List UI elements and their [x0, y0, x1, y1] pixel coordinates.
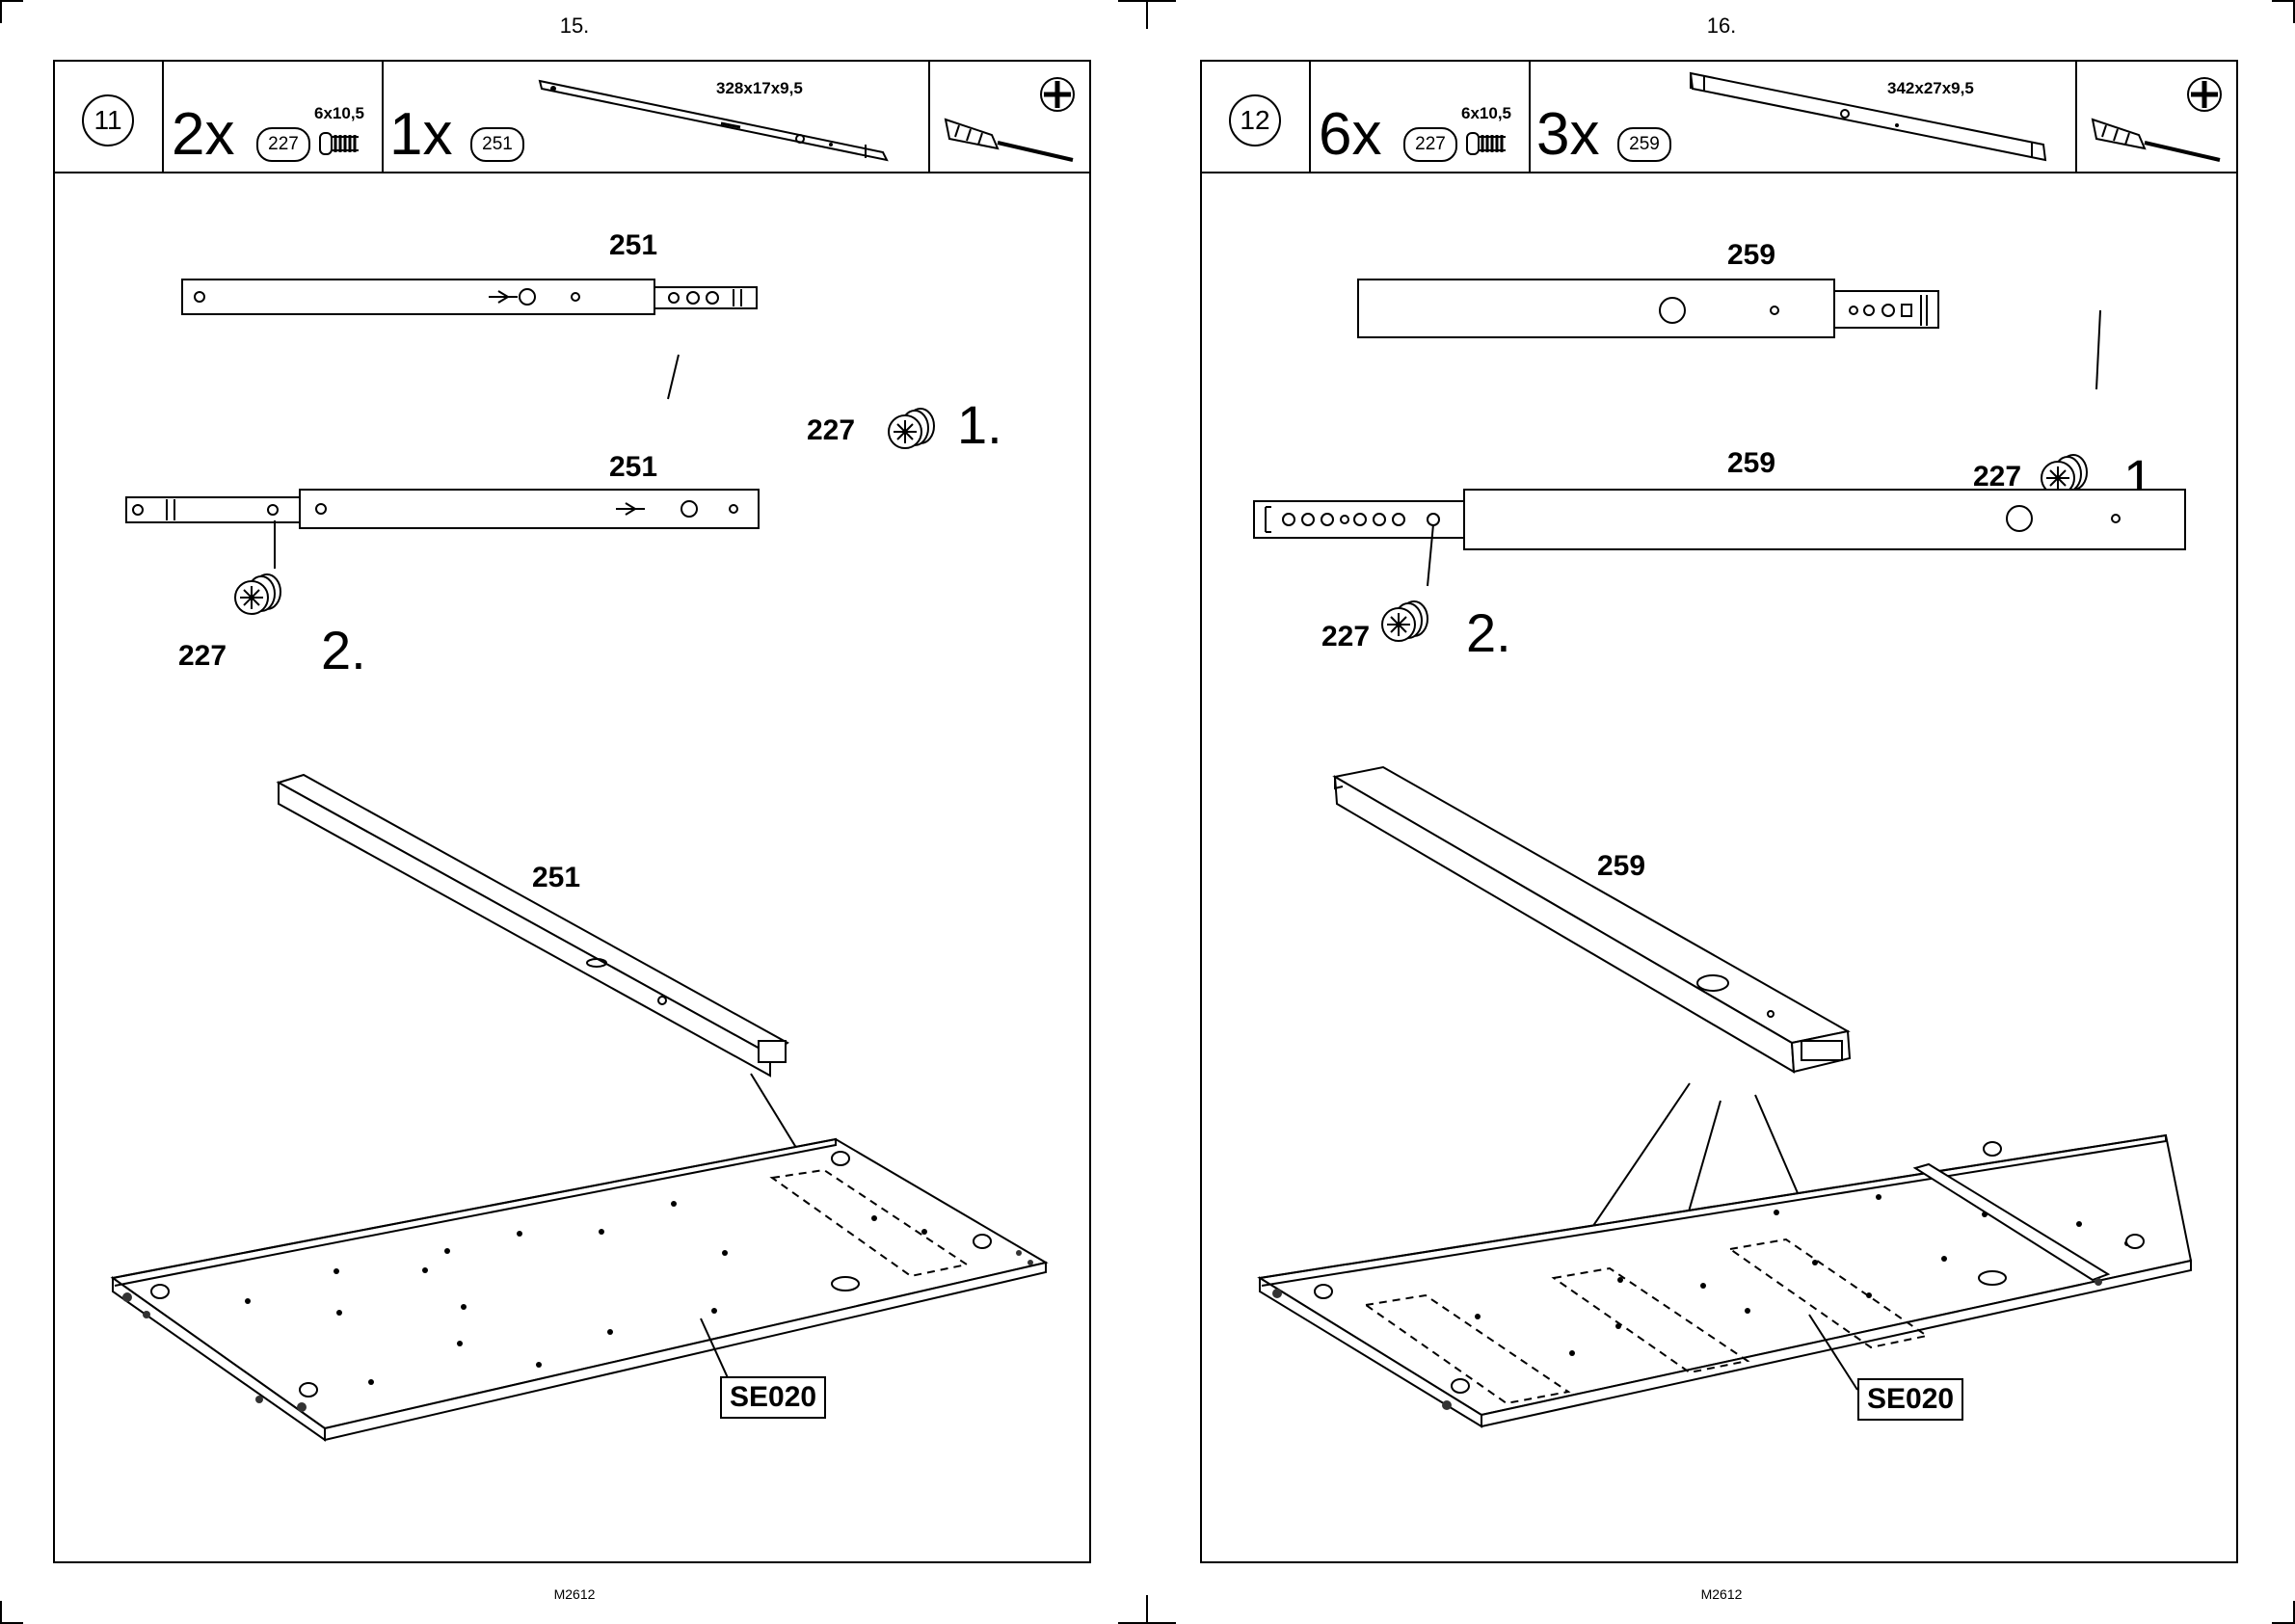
crop-mark — [2272, 0, 2295, 2]
crop-mark — [1146, 0, 1148, 29]
crop-mark — [1146, 1595, 1148, 1624]
instruction-panel-step-12: 12 6x 227 6x10,5 3x 259 342x27x9,5 — [1200, 60, 2238, 1563]
assembly-illustration — [55, 62, 1093, 1565]
board-label: SE020 — [720, 1376, 826, 1419]
document-code: M2612 — [1683, 1586, 1760, 1602]
instruction-panel-step-11: 11 2x 227 6x10,5 1x 251 328x17x9,5 — [53, 60, 1091, 1563]
crop-mark — [1118, 0, 1176, 2]
page-number: 15. — [536, 13, 613, 39]
board-label: SE020 — [1857, 1378, 1963, 1421]
document-code: M2612 — [536, 1586, 613, 1602]
crop-mark — [0, 0, 23, 2]
part-label: 259 — [1597, 850, 1645, 883]
crop-mark — [0, 0, 2, 23]
assembly-illustration — [1202, 62, 2240, 1565]
page-number: 16. — [1683, 13, 1760, 39]
crop-mark — [0, 1601, 2, 1624]
part-label: 251 — [532, 862, 580, 894]
